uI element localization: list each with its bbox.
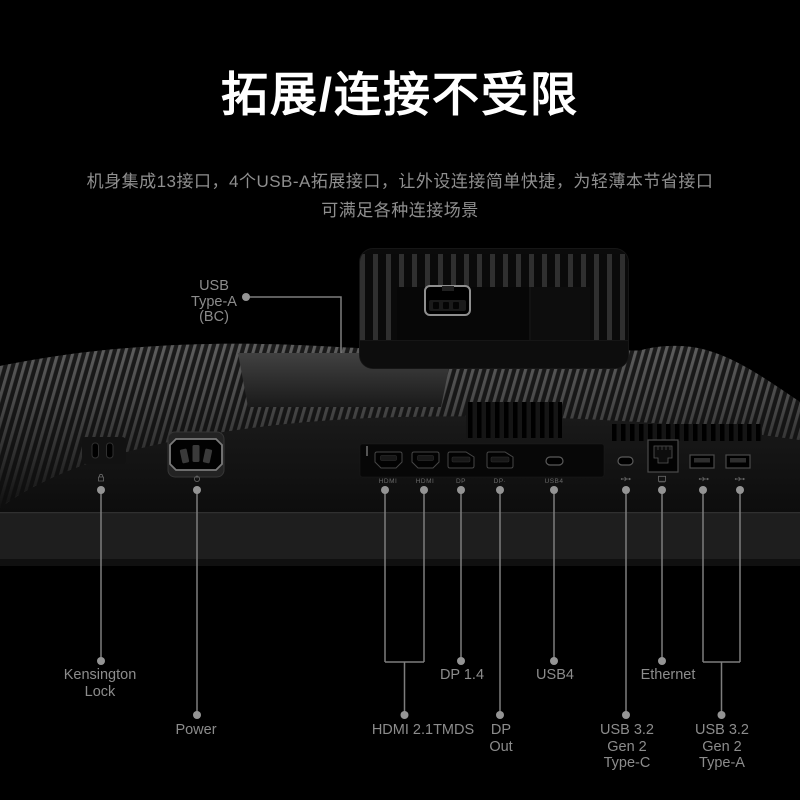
port-notch: [441, 286, 454, 291]
callout-label-line: Power: [175, 722, 217, 738]
callout-label-line: Out: [489, 738, 513, 755]
callout-label-ethernet: Ethernet: [641, 667, 696, 684]
callout-label-line: Gen 2: [607, 738, 647, 755]
callout-label-usb4: USB4: [536, 667, 574, 684]
callout-label-hdmi: HDMI 2.1TMDS: [372, 722, 474, 739]
callout-label-line: DP: [490, 722, 512, 738]
dp-out-port: [486, 451, 514, 469]
callout-label-line: USB 3.2: [695, 722, 749, 738]
usb-a-port-1: [689, 454, 715, 469]
callout-label-line: USB: [199, 278, 229, 294]
lock-icon: [98, 473, 104, 482]
card-bottom-strip: [360, 340, 628, 368]
usb-icon: [734, 476, 746, 482]
strip-label-usb4: USB4: [545, 478, 564, 485]
callout-label-line: HDMI 2.1TMDS: [371, 722, 475, 738]
strip-label-dp-1: DP: [456, 478, 466, 485]
usb-a-port-2: [725, 454, 751, 469]
monitor-rear-graphic: HDMI HDMI DP DP· USB4: [0, 343, 800, 566]
strip-label-dp-2: DP·: [494, 478, 507, 485]
strip-label-hdmi-2: HDMI: [416, 478, 435, 485]
callout-label-line: Type-C: [603, 755, 651, 771]
hdmi-port-2: [411, 451, 440, 469]
hdmi-port-1: [374, 451, 403, 469]
bottom-bezel-band: [0, 512, 800, 566]
usb4-type-c-port: [545, 456, 564, 466]
strip-label-hdmi-1: HDMI: [379, 478, 398, 485]
callout-label-line: (BC): [199, 309, 229, 325]
callout-label-line: Type-A: [191, 293, 237, 310]
callout-label-line: USB 3.2: [600, 722, 654, 738]
power-icon: [194, 475, 200, 482]
callout-label-dp-out: DP Out: [489, 722, 512, 755]
callout-label-line: Ethernet: [640, 667, 696, 683]
callout-label-line: Type-A: [699, 755, 745, 771]
ethernet-icon: [658, 475, 666, 483]
kensington-lock-slots: [82, 437, 126, 464]
page-title: 拓展/连接不受限: [220, 68, 580, 121]
vent-fins: [0, 343, 800, 508]
callout-label-usb-type-a-bc: USB Type-A (BC): [191, 278, 237, 326]
callout-label-usb32-type-a: USB 3.2 Gen 2 Type-A: [695, 722, 749, 772]
usb-c-port: [617, 456, 634, 466]
usb-icon: [698, 476, 710, 482]
callout-label-line: Gen 2: [702, 738, 742, 755]
callout-label-line: DP 1.4: [439, 667, 485, 683]
card-recess-divider: [529, 287, 590, 340]
usb-type-a-port-closeup: [424, 285, 471, 316]
usb-icon: [620, 476, 632, 482]
callout-label-line: Lock: [84, 683, 116, 700]
callout-label-usb32-type-c: USB 3.2 Gen 2 Type-C: [600, 722, 654, 772]
subtitle-line-2: 可满足各种连接场景: [321, 201, 479, 220]
port-strip-labels: HDMI HDMI DP DP· USB4: [379, 478, 564, 485]
callout-label-line: Kensington: [63, 667, 137, 683]
power-inlet: [167, 431, 225, 478]
port-connector: [429, 300, 466, 311]
usb-type-a-closeup-card: [360, 249, 628, 368]
callout-label-power: Power: [175, 722, 216, 739]
callout-label-dp-1-4: DP 1.4: [440, 667, 484, 684]
subtitle-line-1: 机身集成13接口，4个USB-A拓展接口，让外设连接简单快捷，为轻薄本节省接口: [86, 172, 714, 191]
dp-port-1: [447, 451, 475, 469]
callout-label-kensington-lock: Kensington Lock: [64, 667, 137, 700]
vent-slots: [466, 402, 762, 441]
callout-label-line: USB4: [536, 667, 574, 683]
ethernet-port: [647, 439, 679, 473]
